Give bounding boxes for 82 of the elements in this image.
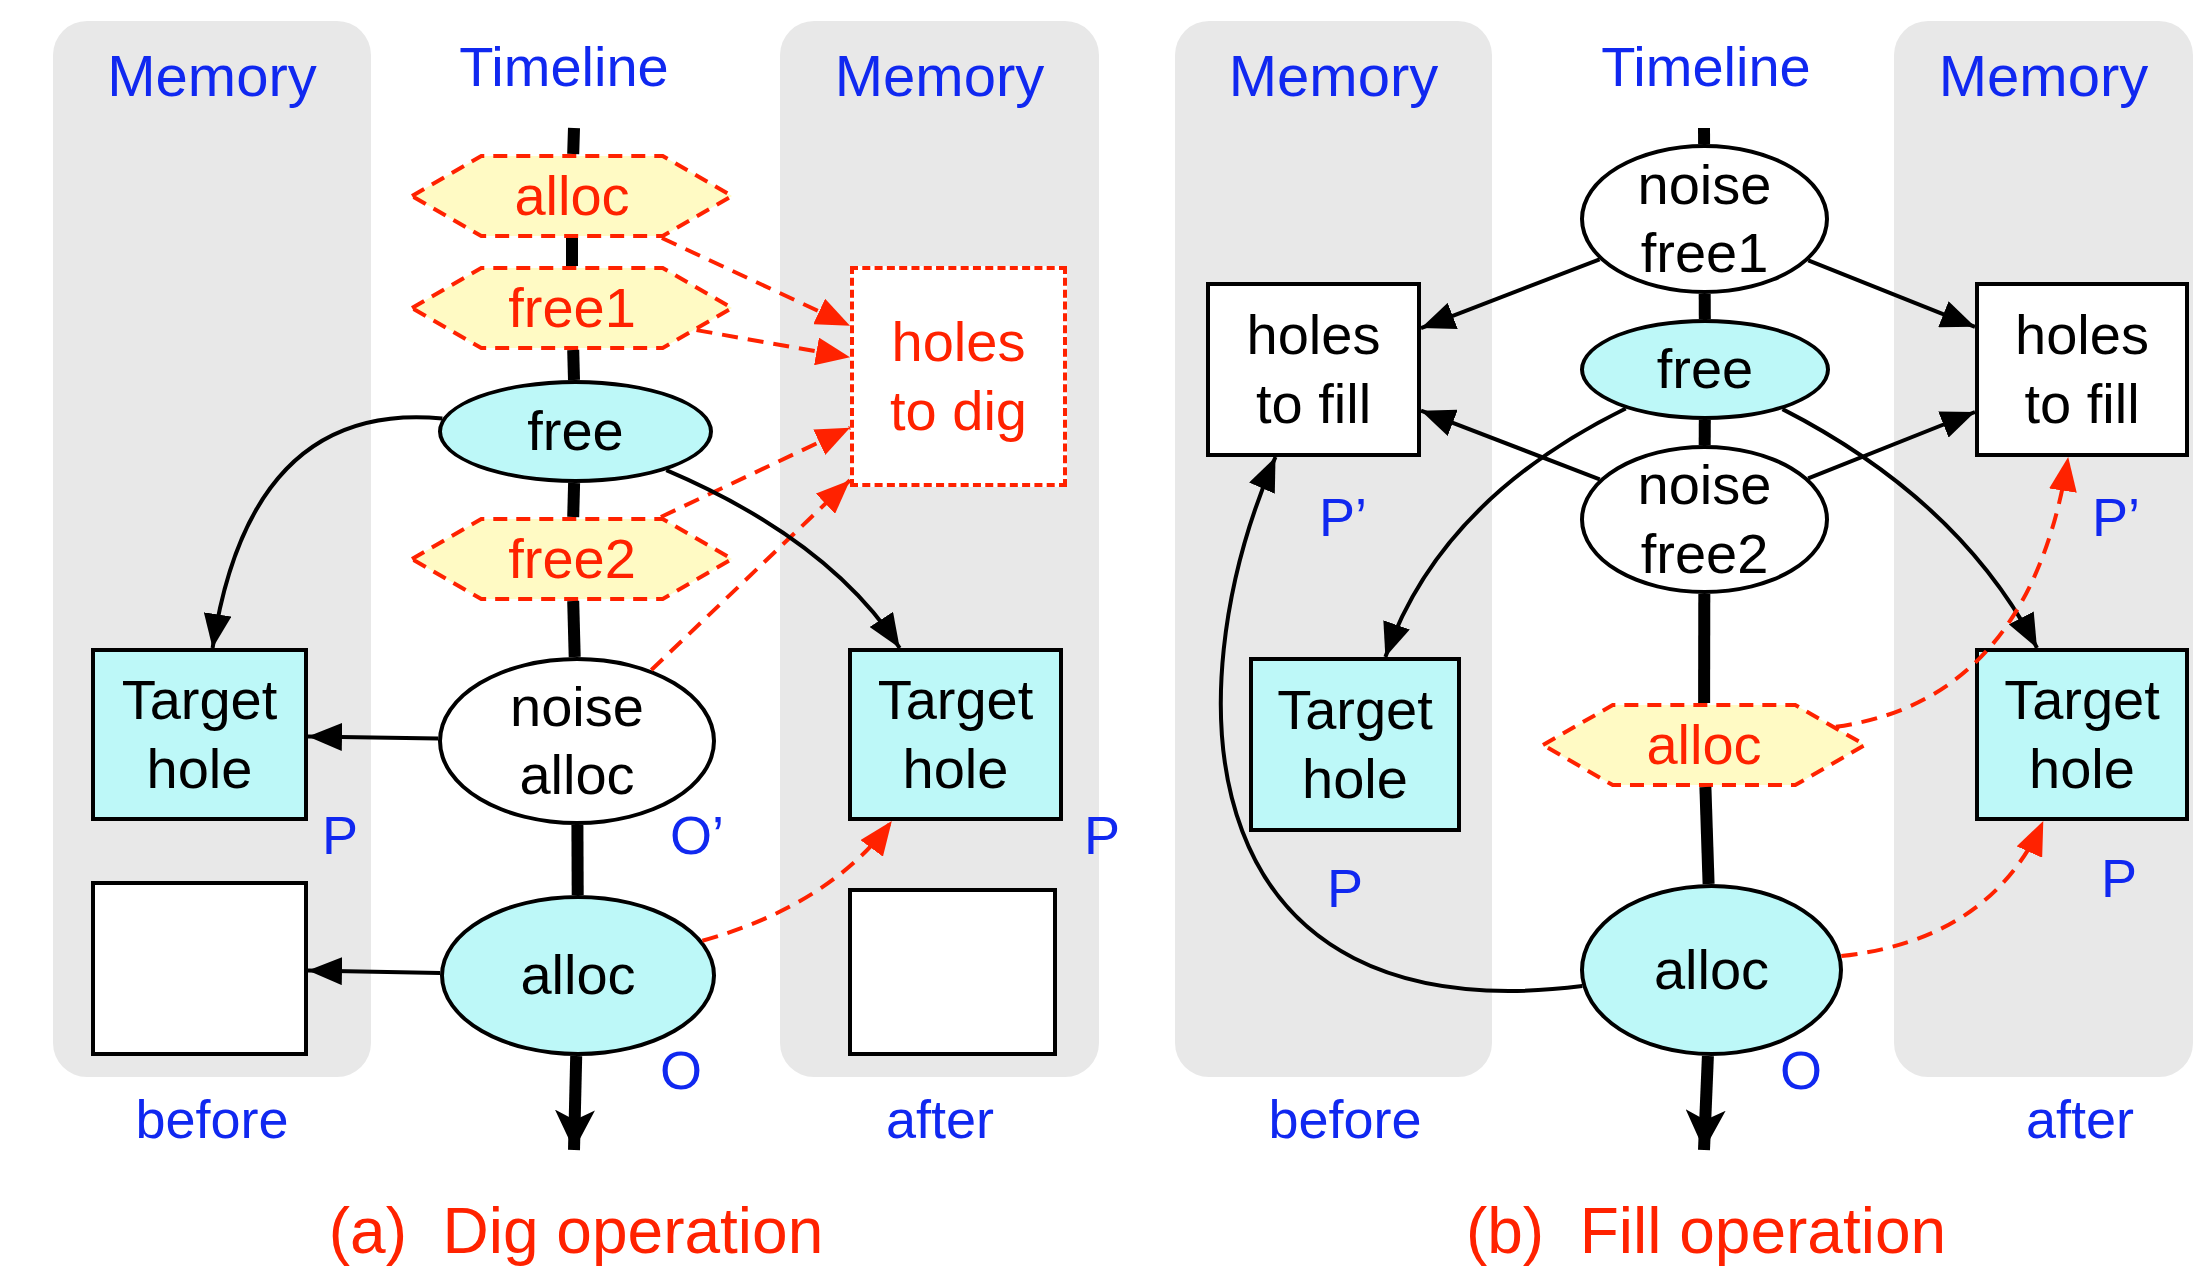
panel-caption: before — [135, 1088, 289, 1150]
panel-caption: after — [2025, 1088, 2135, 1150]
node-label: alloc — [1646, 711, 1762, 778]
arrow — [1383, 406, 1627, 658]
arrow — [701, 819, 894, 943]
arrow — [696, 328, 851, 366]
pointer-label: P’ — [2092, 486, 2140, 548]
memory-panel — [1894, 21, 2193, 1077]
timeline-heading: Timeline — [459, 33, 669, 99]
arrow — [1807, 410, 1976, 481]
pointer-label: P — [1084, 804, 1120, 866]
timeline-segment — [571, 824, 584, 896]
node-label: free — [527, 398, 624, 465]
panel-title: Memory — [1938, 42, 2149, 110]
arrow — [307, 957, 441, 986]
target-box — [848, 648, 1063, 821]
arrow — [661, 236, 851, 328]
panel-title: Memory — [834, 42, 1045, 110]
arrow — [1781, 407, 2039, 649]
timeline-segment — [567, 349, 580, 381]
memory-box — [848, 888, 1057, 1056]
memory-box — [1206, 282, 1421, 457]
memory-panel — [1175, 21, 1492, 1077]
arrow — [1420, 408, 1601, 482]
timeline-segment — [1699, 786, 1715, 885]
node-label: Target hole — [120, 667, 279, 802]
arrow — [660, 425, 851, 519]
target-box — [91, 648, 308, 821]
arrow — [1841, 820, 2046, 958]
timeline-segment — [567, 127, 580, 155]
node-label: free1 — [508, 274, 636, 341]
timeline-segment — [567, 600, 581, 658]
timeline-segment — [1698, 419, 1711, 446]
node-label: Target hole — [1276, 677, 1434, 812]
arrow — [665, 468, 902, 650]
arrow — [649, 478, 852, 672]
arrow — [1807, 258, 1976, 329]
arrow — [205, 415, 443, 649]
timeline-arrow — [1685, 1055, 1726, 1151]
pointer-label: P — [2101, 847, 2137, 909]
figure-caption: (b) Fill operation — [1465, 1194, 1947, 1268]
timeline-segment — [1698, 293, 1711, 320]
target-box — [1249, 657, 1461, 832]
figure-caption: (a) Dig operation — [328, 1194, 824, 1268]
node-label: free2 — [508, 525, 636, 592]
pointer-label: P — [1327, 857, 1363, 919]
node-label: Target hole — [876, 667, 1035, 802]
timeline-segment — [1698, 127, 1711, 145]
node-label: holes to dig — [889, 309, 1028, 444]
timeline-heading: Timeline — [1601, 33, 1811, 99]
memory-box — [1975, 282, 2189, 457]
arrow — [1835, 456, 2076, 729]
arrow — [1420, 257, 1601, 330]
arrow — [1219, 456, 1583, 993]
timeline-segment — [1698, 593, 1711, 704]
timeline-segment — [566, 238, 578, 266]
memory-box — [91, 881, 308, 1056]
node-label: alloc — [514, 162, 630, 229]
memory-panel — [53, 21, 371, 1077]
pointer-label: O — [660, 1039, 702, 1101]
arrow — [307, 723, 439, 751]
node-label: Target hole — [2003, 667, 2161, 802]
node-label: noise free2 — [1636, 452, 1773, 587]
panel-title: Memory — [1228, 42, 1439, 110]
timeline-segment — [567, 482, 581, 518]
panel-caption: before — [1268, 1088, 1422, 1150]
node-label: holes to fill — [2014, 302, 2150, 437]
node-label: noise alloc — [509, 673, 645, 808]
pointer-label: O’ — [670, 804, 724, 866]
pointer-label: O — [1780, 1039, 1822, 1101]
node-label: alloc — [520, 942, 636, 1009]
node-label: noise free1 — [1636, 151, 1773, 286]
target-box — [1975, 648, 2189, 821]
panel-caption: after — [885, 1088, 995, 1150]
node-label: alloc — [1653, 936, 1770, 1003]
dashed-box — [850, 266, 1067, 487]
pointer-label: P — [322, 804, 358, 866]
panel-title: Memory — [107, 42, 317, 110]
pointer-label: P’ — [1319, 486, 1367, 548]
node-label: free — [1656, 336, 1754, 403]
node-label: holes to fill — [1245, 302, 1382, 437]
timeline-arrow — [554, 1055, 595, 1151]
